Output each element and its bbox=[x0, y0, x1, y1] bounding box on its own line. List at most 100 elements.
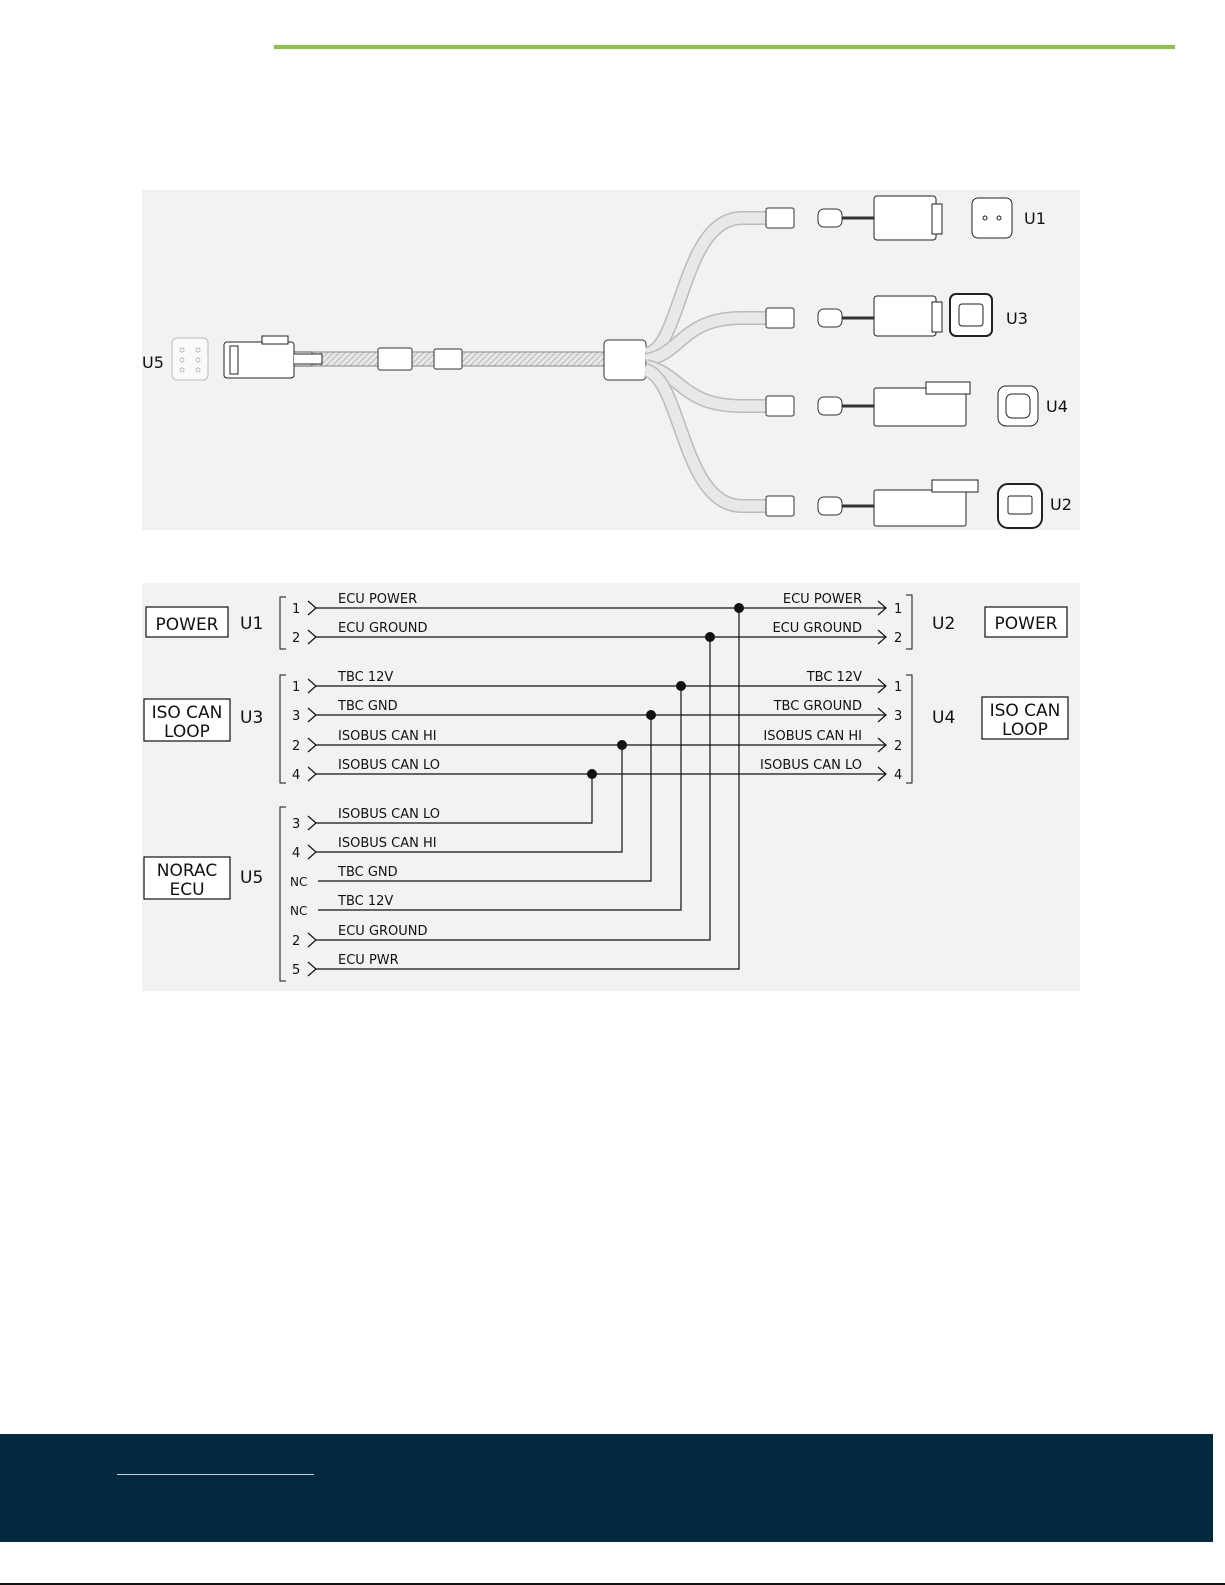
footer-band bbox=[0, 1434, 1213, 1542]
u3-group-label: U3 bbox=[240, 708, 263, 728]
u4-label: U4 bbox=[1046, 397, 1068, 416]
u2-label: U2 bbox=[1050, 495, 1072, 514]
u1-face bbox=[971, 197, 1013, 239]
branch-u4: U4 bbox=[644, 359, 1068, 427]
iso-can-box-left bbox=[143, 698, 231, 742]
junction-dot bbox=[734, 603, 744, 613]
branch-u2: U2 bbox=[642, 363, 1072, 529]
u5-label: U5 bbox=[142, 353, 164, 372]
footer-underline bbox=[117, 1474, 314, 1475]
ecu-pin: 3 bbox=[292, 817, 300, 832]
junction-dot bbox=[646, 710, 656, 720]
power-box-left bbox=[145, 606, 229, 638]
left-pin: 3 bbox=[292, 709, 300, 724]
power-box-right-text: POWER bbox=[995, 614, 1058, 634]
left-pin: 2 bbox=[292, 739, 300, 754]
u4-bracket bbox=[906, 674, 913, 784]
ecu-wire-tbc-gnd: NC TBC GND bbox=[290, 710, 656, 889]
u5-face bbox=[171, 337, 209, 381]
right-label: ECU POWER bbox=[783, 592, 862, 607]
u3-face bbox=[949, 293, 993, 337]
right-label: ISOBUS CAN LO bbox=[760, 758, 862, 773]
ecu-label: TBC GND bbox=[337, 865, 398, 880]
right-pin: 1 bbox=[894, 680, 902, 695]
left-label: ECU POWER bbox=[338, 592, 417, 607]
harness-illustration: U5 U1 U3 bbox=[142, 190, 1080, 530]
left-pin: 1 bbox=[292, 602, 300, 617]
left-label: TBC GND bbox=[337, 699, 398, 714]
right-group-u4: U4 ISO CAN LOOP bbox=[906, 674, 1069, 784]
power-box-left-text: POWER bbox=[156, 615, 219, 635]
junction-dot bbox=[705, 632, 715, 642]
harness-drawing: U5 U1 U3 bbox=[142, 195, 1072, 529]
u1-label: U1 bbox=[1024, 209, 1046, 228]
iso-can-box-left-line1: ISO CAN bbox=[152, 703, 223, 723]
u3-label: U3 bbox=[1006, 309, 1028, 328]
right-pin: 3 bbox=[894, 709, 902, 724]
ecu-label: TBC 12V bbox=[337, 894, 393, 909]
u1-bracket bbox=[279, 596, 286, 650]
ecu-wire-tbc-12v: NC TBC 12V bbox=[290, 681, 686, 918]
right-label: TBC 12V bbox=[806, 670, 862, 685]
ecu-wire-isobus-can-hi: 4 ISOBUS CAN HI bbox=[292, 740, 627, 861]
through-wire-ecu-power: 1 ECU POWER ECU POWER 1 bbox=[292, 592, 902, 617]
norac-ecu-box bbox=[143, 856, 231, 900]
through-wire-isobus-can-hi: 2 ISOBUS CAN HI ISOBUS CAN HI 2 bbox=[292, 729, 902, 754]
right-pin: 1 bbox=[894, 602, 902, 617]
ecu-wire-ecu-pwr: 5 ECU PWR bbox=[292, 603, 744, 978]
iso-can-box-right-line1: ISO CAN bbox=[990, 701, 1061, 721]
ecu-label: ISOBUS CAN LO bbox=[338, 807, 440, 822]
u4-group-label: U4 bbox=[932, 708, 955, 728]
right-label: ECU GROUND bbox=[772, 621, 862, 636]
ecu-wire-isobus-can-lo: 3 ISOBUS CAN LO bbox=[292, 769, 597, 832]
u5-group-label: U5 bbox=[240, 868, 263, 888]
wiring-schematic: POWER U1 ISO CAN LOOP U3 NORAC ECU U5 U2… bbox=[142, 583, 1080, 991]
branch-u3: U3 bbox=[644, 293, 1028, 367]
ecu-pin: 2 bbox=[292, 934, 300, 949]
left-pin: 4 bbox=[292, 768, 300, 783]
ecu-wires: 3 ISOBUS CAN LO 4 ISOBUS CAN HI NC TBC G… bbox=[290, 603, 744, 978]
ecu-pin: NC bbox=[290, 904, 307, 918]
left-group-u3: ISO CAN LOOP U3 bbox=[143, 674, 286, 784]
right-label: TBC GROUND bbox=[773, 699, 862, 714]
left-pin: 1 bbox=[292, 680, 300, 695]
through-wire-tbc-12v: 1 TBC 12V TBC 12V 1 bbox=[292, 670, 902, 695]
right-pin: 2 bbox=[894, 631, 902, 646]
header-accent-rule bbox=[274, 45, 1175, 49]
ecu-wire-ecu-ground: 2 ECU GROUND bbox=[292, 632, 715, 949]
schematic-drawing: POWER U1 ISO CAN LOOP U3 NORAC ECU U5 U2… bbox=[143, 592, 1069, 982]
left-group-u1: POWER U1 bbox=[145, 596, 286, 650]
iso-can-box-left-line2: LOOP bbox=[164, 722, 210, 742]
through-wires: 1 ECU POWER ECU POWER 1 2 ECU GROUND ECU… bbox=[292, 592, 902, 783]
right-label: ISOBUS CAN HI bbox=[763, 729, 862, 744]
right-group-u2: U2 POWER bbox=[906, 594, 1068, 650]
u2-bracket bbox=[906, 594, 913, 650]
right-pin: 4 bbox=[894, 768, 902, 783]
iso-can-box-right bbox=[981, 696, 1069, 740]
ecu-pin: NC bbox=[290, 875, 307, 889]
left-group-u5: NORAC ECU U5 bbox=[143, 806, 286, 982]
u2-face bbox=[997, 483, 1043, 529]
splice-block bbox=[603, 339, 647, 381]
u2-group-label: U2 bbox=[932, 614, 955, 634]
page-bottom-rule bbox=[0, 1583, 1225, 1585]
left-label: ISOBUS CAN HI bbox=[338, 729, 437, 744]
junction-dot bbox=[617, 740, 627, 750]
u5-connector: U5 bbox=[142, 335, 323, 381]
u4-face bbox=[997, 385, 1039, 427]
ecu-label: ECU PWR bbox=[338, 953, 399, 968]
junction-dot bbox=[587, 769, 597, 779]
left-label: TBC 12V bbox=[337, 670, 393, 685]
junction-dot bbox=[676, 681, 686, 691]
ecu-label: ECU GROUND bbox=[338, 924, 428, 939]
u3-bracket bbox=[279, 674, 286, 784]
main-trunk bbox=[289, 339, 647, 381]
u5-bracket bbox=[279, 806, 286, 982]
ecu-pin: 4 bbox=[292, 846, 300, 861]
branch-u1: U1 bbox=[643, 195, 1046, 361]
left-pin: 2 bbox=[292, 631, 300, 646]
right-pin: 2 bbox=[894, 739, 902, 754]
ecu-label: ISOBUS CAN HI bbox=[338, 836, 437, 851]
u1-group-label: U1 bbox=[240, 614, 263, 634]
through-wire-ecu-ground: 2 ECU GROUND ECU GROUND 2 bbox=[292, 621, 902, 646]
